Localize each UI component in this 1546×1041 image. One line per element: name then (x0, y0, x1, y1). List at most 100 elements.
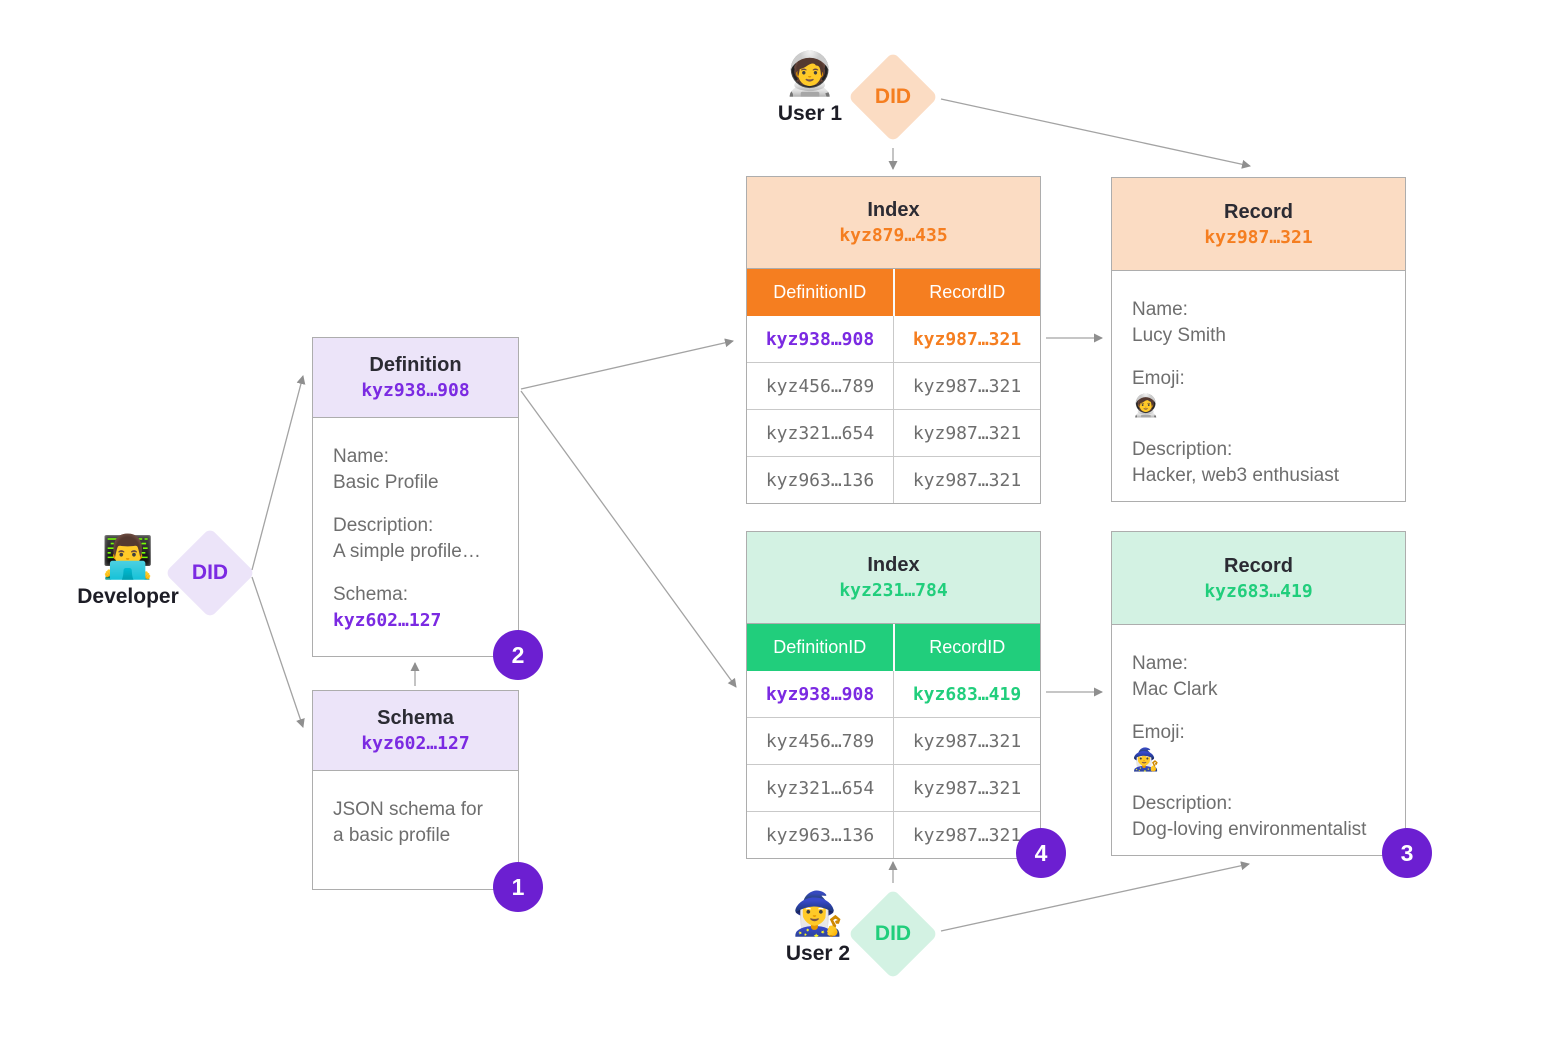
record1-emoji-value: 🧑‍🚀 (1132, 393, 1160, 418)
record-box-user1: Record kyz987…321 Name: Lucy Smith Emoji… (1111, 177, 1406, 502)
developer-actor: 👨‍💻 Developer (68, 533, 188, 609)
index-table-user1: Index kyz879…435 DefinitionID RecordID k… (746, 176, 1041, 504)
record1-description-value: Hacker, web3 enthusiast (1132, 465, 1340, 486)
index2-title: Index (867, 554, 920, 576)
record2-title: Record (1224, 554, 1293, 577)
record-id-cell: kyz987…321 (893, 765, 1040, 811)
definition-id-cell: kyz938…908 (765, 328, 875, 350)
record2-id: kyz683…419 (1204, 580, 1313, 602)
definition-id-cell: kyz963…136 (765, 824, 875, 846)
record-id-column-header: RecordID (892, 624, 1041, 671)
index-table-row: kyz456…789 kyz987…321 (747, 362, 1040, 409)
index-table-row: kyz963…136 kyz987…321 (747, 456, 1040, 503)
arrow-developer-to-schema (251, 576, 305, 728)
definition-id-cell: kyz321…654 (765, 777, 875, 799)
schema-header: Schema kyz602…127 (313, 691, 518, 771)
did-label: DID (874, 922, 912, 945)
user2-emoji: 🧙‍♀️ (791, 890, 845, 937)
index1-title: Index (867, 199, 920, 221)
record1-emoji-label: Emoji: (1132, 368, 1185, 389)
index-table-row: kyz456…789 kyz987…321 (747, 717, 1040, 764)
record-id-cell: kyz683…419 (893, 671, 1040, 717)
index-table-user2: Index kyz231…784 DefinitionID RecordID k… (746, 531, 1041, 859)
index-table-row: kyz938…908 kyz683…419 (747, 671, 1040, 717)
record1-header: Record kyz987…321 (1112, 178, 1405, 271)
did-label: DID (874, 85, 912, 108)
index2-rows: kyz938…908 kyz683…419 kyz456…789 kyz987…321… (747, 671, 1040, 858)
index2-column-headers: DefinitionID RecordID (747, 624, 1040, 671)
user2-actor: 🧙‍♀️ User 2 (758, 890, 878, 966)
user2-did-diamond: DID (847, 888, 939, 980)
arrow-definition-to-index2 (520, 390, 737, 688)
record1-description-label: Description: (1132, 439, 1233, 460)
index-table-row: kyz321…654 kyz987…321 (747, 764, 1040, 811)
user1-emoji: 🧑‍🚀 (783, 50, 837, 97)
record-id-cell: kyz987…321 (893, 316, 1040, 362)
record-id-cell: kyz987…321 (893, 812, 1040, 858)
arrow-developer-to-definition (251, 375, 306, 571)
record-id-cell: kyz987…321 (893, 410, 1040, 456)
definition-id-cell: kyz456…789 (765, 730, 875, 752)
index2-id: kyz231…784 (839, 580, 948, 601)
did-label: DID (191, 561, 229, 584)
record2-body: Name: Mac Clark Emoji: 🧙‍♀️ Description:… (1112, 625, 1405, 843)
definition-name-value: Basic Profile (333, 472, 439, 493)
developer-label: Developer (77, 585, 179, 608)
user1-actor: 🧑‍🚀 User 1 (750, 50, 870, 126)
index-table-row: kyz321…654 kyz987…321 (747, 409, 1040, 456)
definition-description-value: A simple profile… (333, 541, 481, 562)
definition-body: Name: Basic Profile Description: A simpl… (313, 418, 518, 634)
index1-id: kyz879…435 (839, 225, 948, 246)
definition-schema-label: Schema: (333, 584, 408, 605)
record2-name-label: Name: (1132, 653, 1188, 674)
arrow-user1-to-record1 (940, 98, 1251, 169)
record-id-cell: kyz987…321 (893, 718, 1040, 764)
index-table-row: kyz963…136 kyz987…321 (747, 811, 1040, 858)
index1-header: Index kyz879…435 (747, 177, 1040, 269)
step-badge-3: 3 (1382, 828, 1432, 878)
definition-id-cell: kyz938…908 (765, 683, 875, 705)
record2-description-label: Description: (1132, 793, 1233, 814)
record-id-cell: kyz987…321 (893, 457, 1040, 503)
schema-id: kyz602…127 (361, 733, 470, 754)
definition-schema-id: kyz602…127 (333, 610, 442, 631)
record1-name-label: Name: (1132, 299, 1188, 320)
definition-description-label: Description: (333, 515, 434, 536)
record1-title: Record (1224, 200, 1293, 223)
schema-description: JSON schema for a basic profile (333, 799, 483, 846)
index1-rows: kyz938…908 kyz987…321 kyz456…789 kyz987…321… (747, 316, 1040, 503)
definition-box: Definition kyz938…908 Name: Basic Profil… (312, 337, 519, 657)
definition-name-label: Name: (333, 446, 389, 467)
schema-body: JSON schema for a basic profile (313, 771, 518, 849)
definition-id-column-header: DefinitionID (773, 637, 867, 657)
developer-emoji: 👨‍💻 (101, 533, 155, 580)
record-box-user2: Record kyz683…419 Name: Mac Clark Emoji:… (1111, 531, 1406, 856)
record2-description-value: Dog-loving environmentalist (1132, 819, 1367, 840)
index2-header: Index kyz231…784 (747, 532, 1040, 624)
schema-box: Schema kyz602…127 JSON schema for a basi… (312, 690, 519, 890)
record2-name-value: Mac Clark (1132, 679, 1218, 700)
record1-body: Name: Lucy Smith Emoji: 🧑‍🚀 Description:… (1112, 271, 1405, 489)
index1-column-headers: DefinitionID RecordID (747, 269, 1040, 316)
arrow-definition-to-index1 (520, 338, 734, 390)
record2-header: Record kyz683…419 (1112, 532, 1405, 625)
schema-title: Schema (377, 707, 454, 729)
definition-id-cell: kyz321…654 (765, 422, 875, 444)
user2-label: User 2 (785, 942, 851, 965)
record-id-cell: kyz987…321 (893, 363, 1040, 409)
step-badge-2: 2 (493, 630, 543, 680)
developer-did-diamond: DID (164, 527, 256, 619)
record1-name-value: Lucy Smith (1132, 325, 1226, 346)
definition-header: Definition kyz938…908 (313, 338, 518, 418)
step-badge-4: 4 (1016, 828, 1066, 878)
user1-did-diamond: DID (847, 51, 939, 143)
record-id-column-header: RecordID (892, 269, 1041, 316)
user1-label: User 1 (777, 102, 843, 125)
step-badge-1: 1 (493, 862, 543, 912)
definition-id-cell: kyz963…136 (765, 469, 875, 491)
definition-id-cell: kyz456…789 (765, 375, 875, 397)
definition-id: kyz938…908 (361, 380, 470, 401)
definition-id-column-header: DefinitionID (773, 282, 867, 302)
